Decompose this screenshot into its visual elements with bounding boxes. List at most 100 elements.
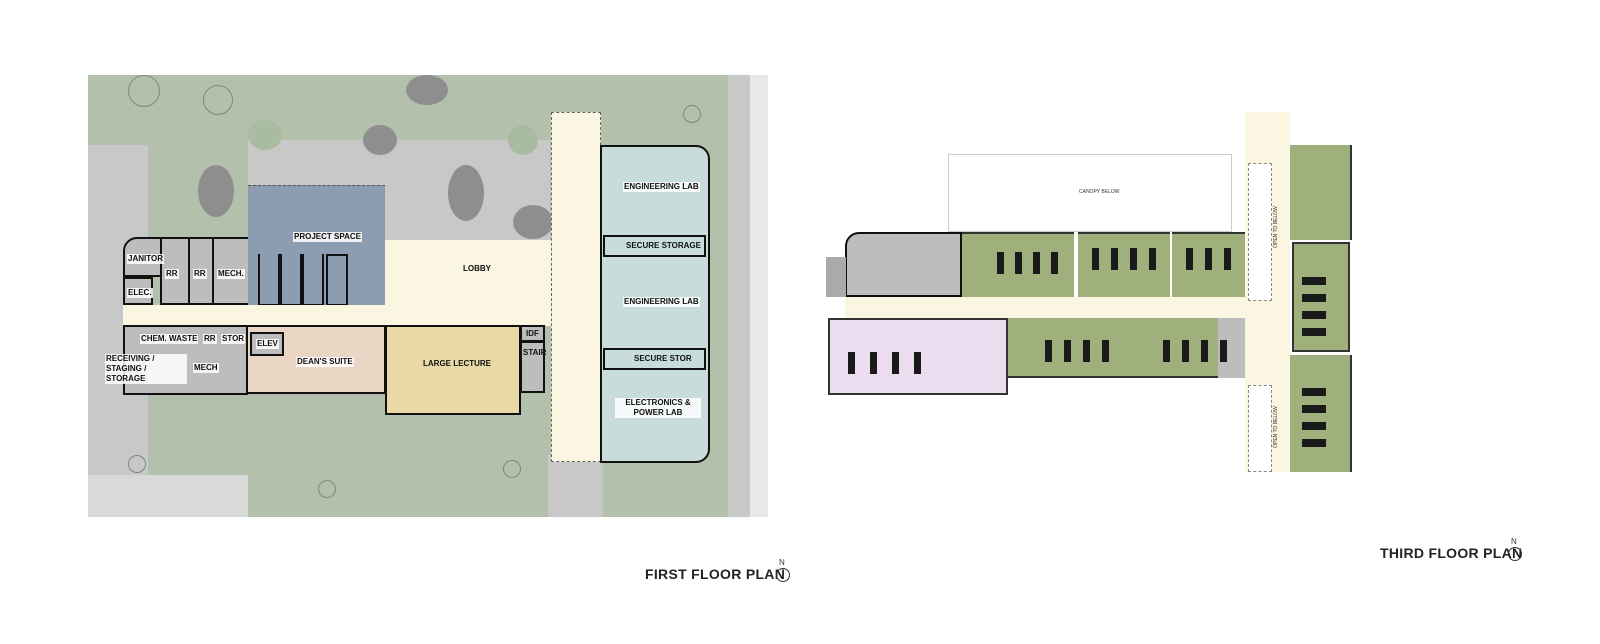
lab-bench	[1015, 252, 1022, 274]
corridor-main	[123, 305, 601, 326]
lab-bench	[1051, 252, 1058, 274]
room-label: STAIR	[523, 348, 547, 357]
room-label-chem-waste: CHEM. WASTE	[140, 334, 199, 344]
open-to-below-north: OPEN TO BELOW	[1248, 163, 1279, 301]
tree	[203, 85, 233, 115]
room-label-stor: STOR	[221, 334, 246, 344]
north-label: N	[779, 558, 785, 567]
room-label-engineering-lab-1: ENGINEERING LAB	[623, 182, 700, 192]
third-floor-title: THIRD FLOOR PLAN	[1380, 545, 1523, 561]
room-mech-top: MECH.	[212, 237, 250, 305]
lab-bench	[1302, 311, 1326, 319]
lab-bench	[1201, 340, 1208, 362]
planter	[198, 165, 234, 217]
tree	[683, 105, 701, 123]
planter	[513, 205, 553, 239]
room-label-electronics-lab: ELECTRONICS & POWER LAB	[615, 398, 701, 418]
room-label: MECH.	[217, 269, 245, 279]
room-project-space: PROJECT SPACE	[248, 185, 385, 306]
room-label: LOBBY	[463, 264, 491, 273]
lab-bench	[870, 352, 877, 374]
planter	[406, 75, 448, 105]
lab-bench	[1130, 248, 1137, 270]
paving-south	[88, 475, 248, 517]
room-label: RR	[165, 269, 179, 279]
room-stair: STAIR	[520, 341, 547, 393]
room-label: RR	[193, 269, 207, 279]
lab-bench	[1033, 252, 1040, 274]
room-large-lecture: LARGE LECTURE	[385, 325, 521, 415]
third-service-core	[845, 232, 962, 297]
lab-bench	[1092, 248, 1099, 270]
project-room	[280, 254, 302, 306]
room-label: SECURE STORAGE	[626, 241, 701, 250]
room-label-engineering-lab-2: ENGINEERING LAB	[623, 297, 700, 307]
lab-bench	[848, 352, 855, 374]
room-label-rr: RR	[203, 334, 217, 344]
lab-bench	[1302, 405, 1326, 413]
project-room	[258, 254, 280, 306]
lab-bench	[1102, 340, 1109, 362]
tree	[503, 460, 521, 478]
room-label: LARGE LECTURE	[423, 359, 491, 368]
north-arrow-icon: N	[1508, 537, 1522, 561]
tree	[128, 75, 160, 107]
room-idf: IDF	[520, 325, 545, 342]
room-rr-1: RR	[160, 237, 190, 305]
project-room	[326, 254, 348, 306]
lab-bench	[1064, 340, 1071, 362]
lab-bench	[1224, 248, 1231, 270]
third-lab-east-3	[1290, 355, 1352, 472]
room-elev: ELEV	[250, 332, 284, 356]
lab-bench	[1083, 340, 1090, 362]
lab-bench	[1163, 340, 1170, 362]
third-stair-west	[826, 257, 846, 297]
room-secure-storage: SECURE STORAGE	[603, 235, 706, 257]
tree	[128, 455, 146, 473]
third-lab-east-1	[1290, 145, 1352, 240]
lab-bench	[914, 352, 921, 374]
room-label: PROJECT SPACE	[293, 232, 362, 242]
canopy-outline: CANOPY BELOW	[948, 154, 1232, 232]
open-below-label: OPEN TO BELOW	[1272, 406, 1279, 448]
lab-bench	[892, 352, 899, 374]
room-label: ELEV	[256, 339, 279, 349]
lab-bench	[1186, 248, 1193, 270]
room-janitor: JANITOR	[123, 237, 164, 277]
lab-bench	[1302, 439, 1326, 447]
lab-bench	[1302, 388, 1326, 396]
lab-bench	[1045, 340, 1052, 362]
room-label-mech: MECH	[193, 363, 219, 373]
north-label: N	[1511, 537, 1517, 546]
lab-bench	[1149, 248, 1156, 270]
lab-bench	[1111, 248, 1118, 270]
lab-bench	[1302, 294, 1326, 302]
planter	[448, 165, 484, 221]
lab-bench	[1182, 340, 1189, 362]
lab-bench	[1302, 277, 1326, 285]
canopy-label: CANOPY BELOW	[1079, 189, 1120, 195]
lab-bench	[1302, 328, 1326, 336]
room-rr-2: RR	[188, 237, 214, 305]
corridor-north-south	[551, 112, 601, 462]
tree	[318, 480, 336, 498]
room-label: JANITOR	[127, 254, 164, 264]
lawn-island	[248, 120, 282, 150]
planter	[363, 125, 397, 155]
room-elec: ELEC.	[123, 277, 153, 305]
room-label-receiving: RECEIVING / STAGING / STORAGE	[105, 354, 187, 384]
lab-bench	[1205, 248, 1212, 270]
paving-south-east	[548, 455, 603, 517]
open-below-label: OPEN TO BELOW	[1272, 206, 1279, 248]
road-east-edge	[750, 75, 768, 517]
room-label: IDF	[526, 329, 539, 338]
room-label: DEAN'S SUITE	[296, 357, 354, 367]
third-lab-south-2	[1100, 318, 1218, 378]
open-to-below-south: OPEN TO BELOW	[1248, 385, 1279, 472]
lawn-island	[508, 125, 538, 155]
lab-bench	[1220, 340, 1227, 362]
north-arrow-icon: N	[776, 558, 790, 582]
first-floor-title: FIRST FLOOR PLAN	[645, 566, 786, 582]
room-secure-stor: SECURE STOR	[603, 348, 706, 370]
